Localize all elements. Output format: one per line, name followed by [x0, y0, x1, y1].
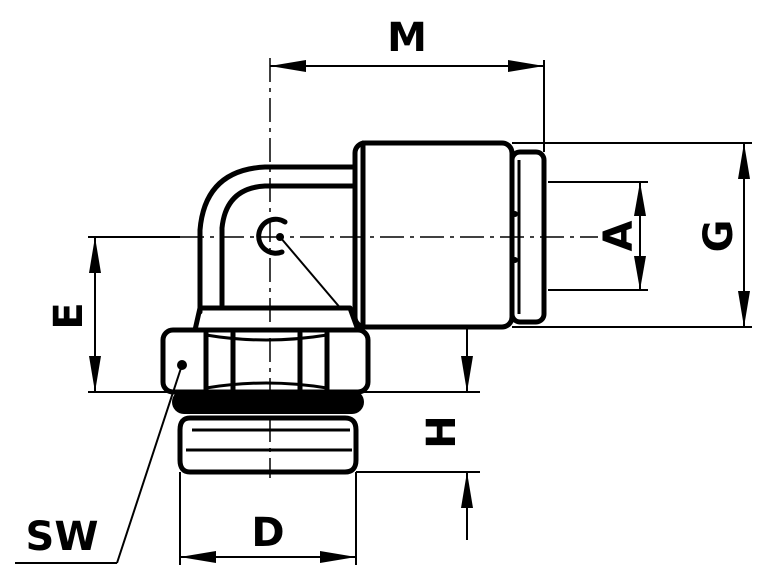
seal-ring [172, 390, 364, 414]
dimension-label-sw: SW [26, 514, 99, 560]
dimension-a: A [548, 181, 648, 291]
leader-sw: SW [15, 360, 187, 564]
dimension-label-d: D [251, 510, 284, 556]
dimension-label-g: G [696, 220, 742, 253]
leader-hole [276, 233, 343, 311]
dimension-label-m: M [387, 15, 427, 61]
dimension-e: E [46, 236, 180, 393]
dimension-label-e: E [46, 302, 92, 329]
dimension-label-h: H [419, 415, 465, 448]
dimension-m: M [270, 15, 545, 152]
dimension-d: D [179, 472, 357, 565]
dimension-h: H [356, 328, 480, 540]
thread [177, 415, 359, 475]
dimension-label-a: A [596, 220, 642, 251]
dimension-g: G [512, 142, 752, 328]
hex-nut [160, 327, 371, 395]
